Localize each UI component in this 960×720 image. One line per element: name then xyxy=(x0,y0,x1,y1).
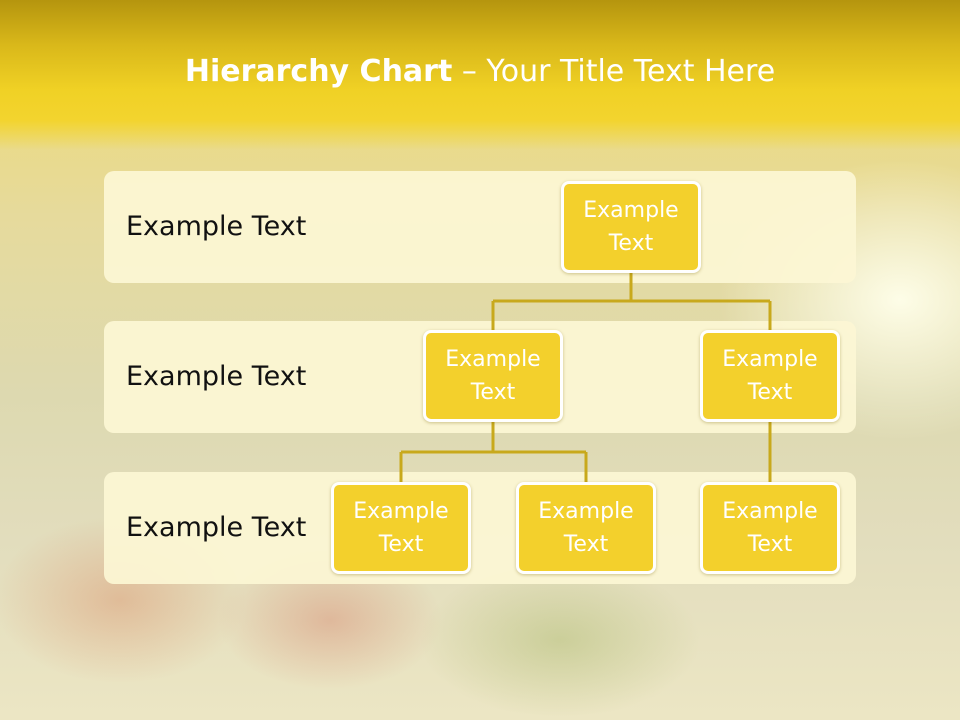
org-node-level2-right[interactable]: Example Text xyxy=(700,330,840,422)
org-node-root[interactable]: Example Text xyxy=(561,181,701,273)
title-bold-part: Hierarchy Chart xyxy=(184,54,453,89)
title-rest-part: – Your Title Text Here xyxy=(452,54,776,89)
level-label-1[interactable]: Example Text xyxy=(126,211,307,242)
level-label-3[interactable]: Example Text xyxy=(126,512,307,543)
org-node-level3-a[interactable]: Example Text xyxy=(331,482,471,574)
level-band-1: Example Text xyxy=(104,171,856,283)
org-node-level3-b[interactable]: Example Text xyxy=(516,482,656,574)
slide-title[interactable]: Hierarchy Chart – Your Title Text Here xyxy=(0,54,960,89)
title-bar: Hierarchy Chart – Your Title Text Here xyxy=(0,0,960,150)
org-node-level3-c[interactable]: Example Text xyxy=(700,482,840,574)
org-node-level2-left[interactable]: Example Text xyxy=(423,330,563,422)
level-label-2[interactable]: Example Text xyxy=(126,361,307,392)
